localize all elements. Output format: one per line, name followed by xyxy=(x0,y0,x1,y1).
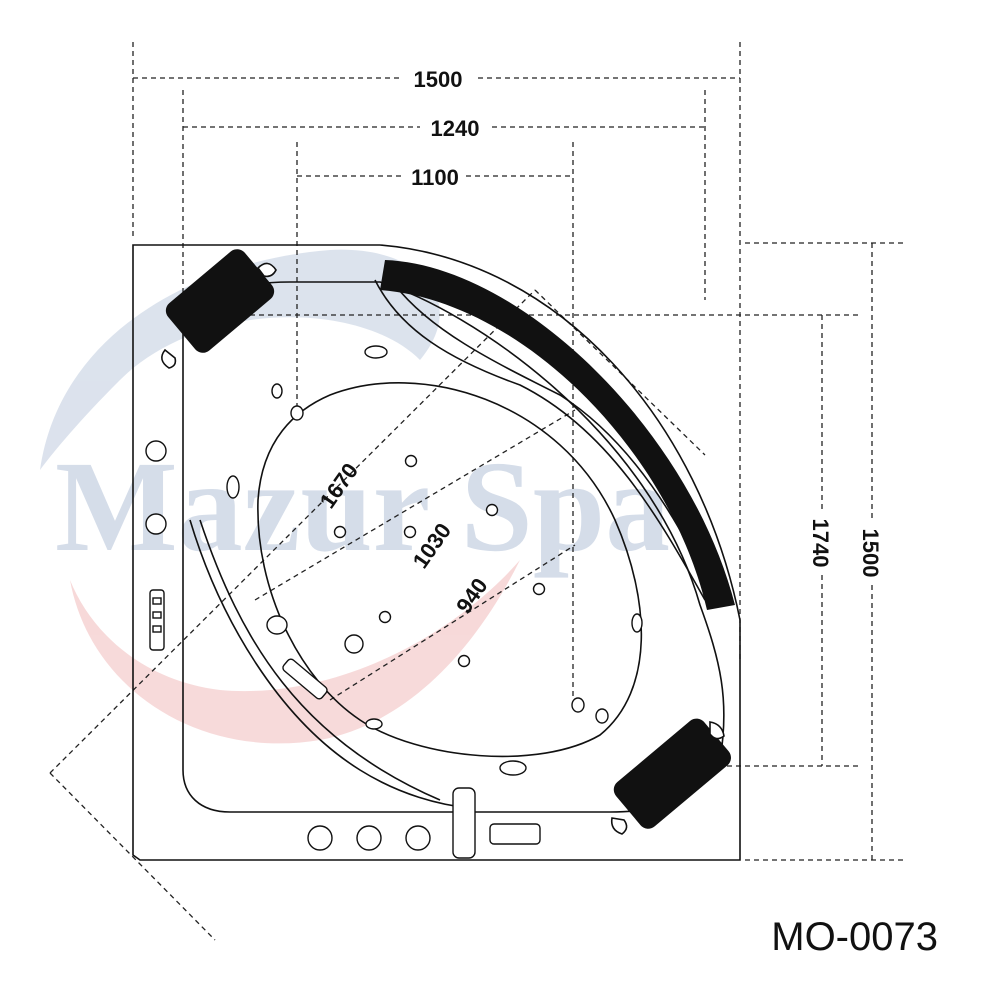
dim-top-middle: 1240 xyxy=(431,116,480,141)
handle-icon xyxy=(161,262,725,835)
watermark: Mazur Spa xyxy=(40,249,670,744)
dim-top-outer: 1500 xyxy=(414,67,463,92)
jet-icon xyxy=(145,345,643,851)
dim-top-inner: 1100 xyxy=(411,165,459,190)
pillow-icon xyxy=(165,249,731,829)
control-panel-icon xyxy=(149,589,328,700)
tub-body xyxy=(132,244,741,861)
dim-right-inner: 1740 xyxy=(808,519,833,568)
faucet-icon xyxy=(452,787,541,859)
dim-right-outer: 1500 xyxy=(858,529,883,578)
dimension-lines xyxy=(49,77,873,941)
model-code: MO-0073 xyxy=(771,915,938,959)
armrest-band xyxy=(380,260,735,610)
